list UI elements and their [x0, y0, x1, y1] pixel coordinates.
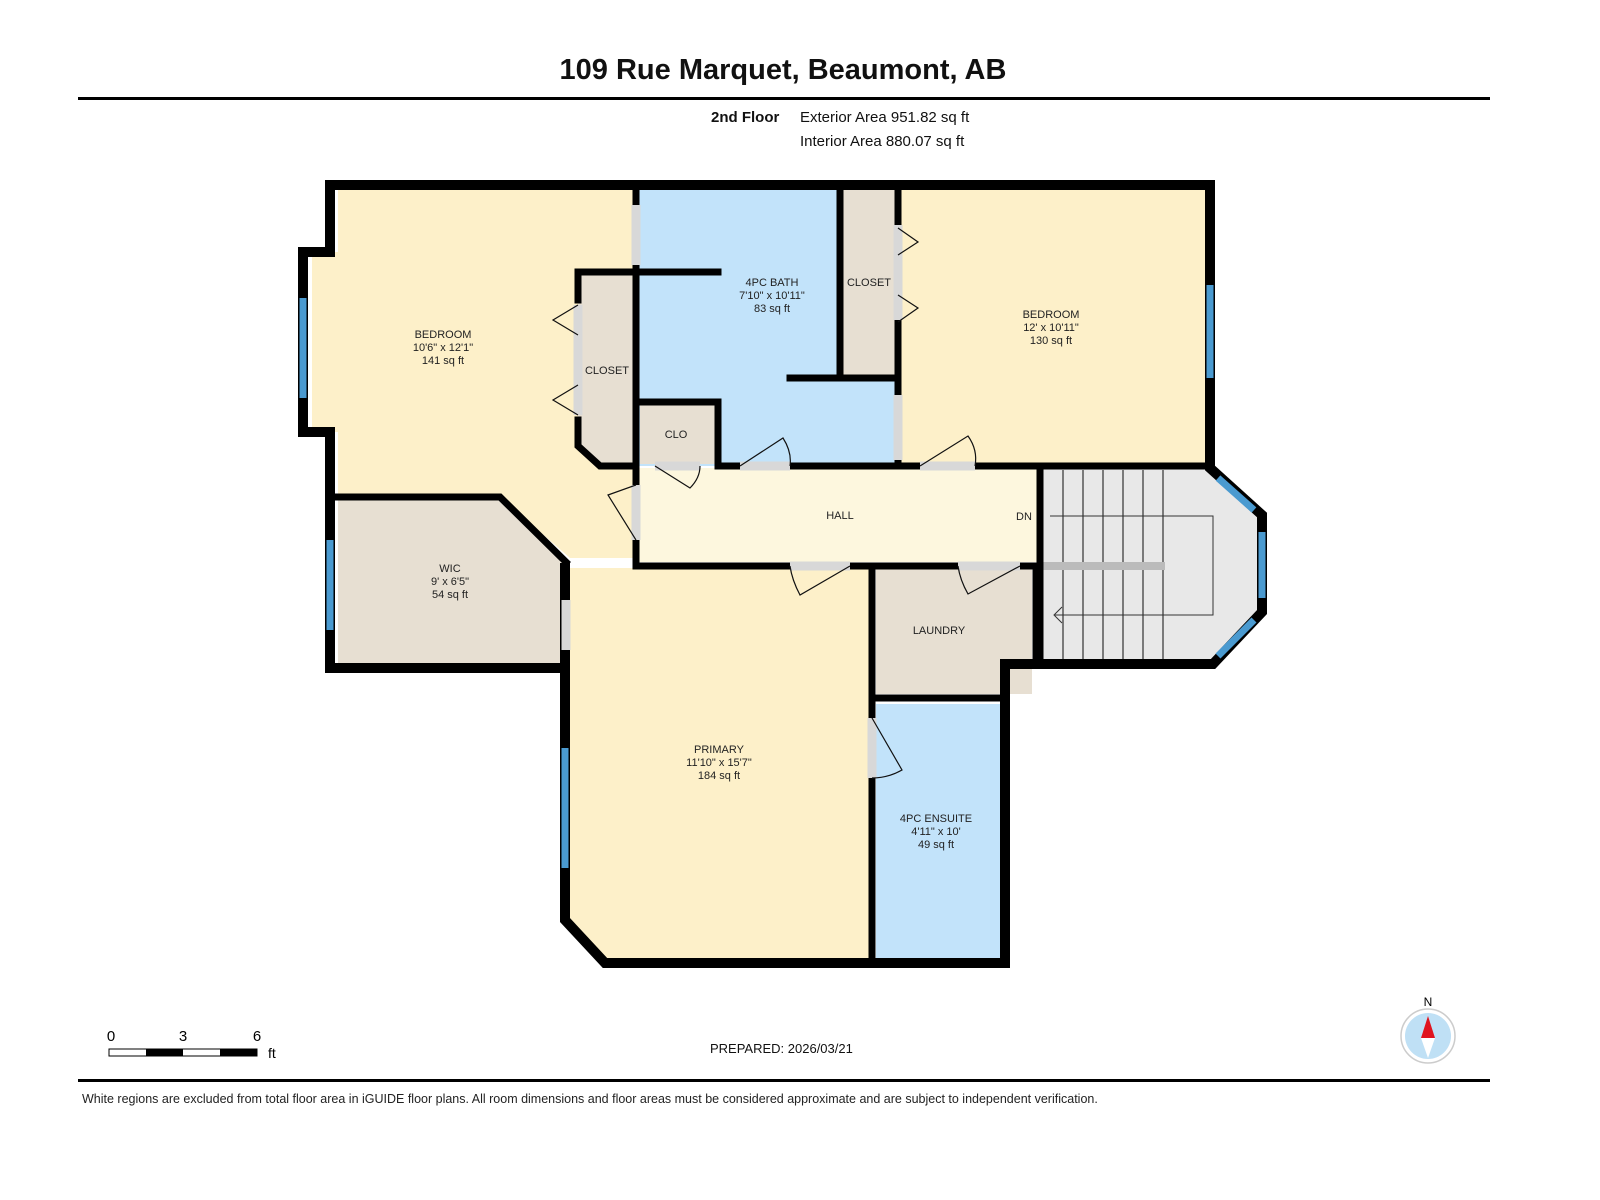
- stairs-down-label: DN: [1016, 511, 1032, 523]
- closet-east-name: CLOSET: [847, 277, 891, 289]
- bedroom-east-name: BEDROOM: [1023, 309, 1080, 321]
- wic-fill: [338, 500, 566, 664]
- ensuite-name: 4PC ENSUITE: [900, 813, 972, 825]
- bedroom-west-name: BEDROOM: [415, 329, 472, 341]
- bedroom-west-area: 141 sq ft: [422, 355, 464, 367]
- header-rule: [78, 97, 1490, 100]
- ensuite-dims: 4'11" x 10': [911, 826, 961, 838]
- wic-area: 54 sq ft: [432, 589, 468, 601]
- bedroom-east-area: 130 sq ft: [1030, 335, 1072, 347]
- ensuite-fill: [876, 704, 1002, 960]
- bedroom-east-dims: 12' x 10'11": [1023, 322, 1079, 334]
- scale-unit: ft: [268, 1045, 276, 1061]
- closet-west-fill: [578, 272, 634, 466]
- room-fills: [312, 190, 1262, 960]
- clo-name: CLO: [665, 429, 688, 441]
- wic-dims: 9' x 6'5": [431, 576, 469, 588]
- scale-tick-6: 6: [253, 1028, 261, 1045]
- ensuite-area: 49 sq ft: [918, 839, 954, 851]
- exterior-area: Exterior Area 951.82 sq ft: [800, 109, 970, 126]
- windows: [299, 285, 1266, 868]
- stair-treads: [1043, 470, 1214, 662]
- compass-north-label: N: [1424, 995, 1433, 1009]
- doors: [551, 205, 1021, 779]
- room-labels: BEDROOM 10'6" x 12'1" 141 sq ft 4PC BATH…: [413, 277, 1080, 851]
- bedroom-east-fill: [898, 190, 1210, 466]
- primary-area: 184 sq ft: [698, 770, 740, 782]
- primary-dims: 11'10" x 15'7": [686, 757, 752, 769]
- footer-rule: [78, 1079, 1490, 1082]
- bedroom-west-dims: 10'6" x 12'1": [413, 342, 473, 354]
- scale-bar: 0 3 6 ft: [107, 1028, 276, 1061]
- primary-fill: [570, 568, 870, 960]
- laundry-name: LAUNDRY: [913, 625, 966, 637]
- prepared-date: PREPARED: 2026/03/21: [710, 1041, 853, 1056]
- closet-east-fill: [842, 190, 898, 376]
- footer-disclaimer: White regions are excluded from total fl…: [82, 1092, 1098, 1106]
- interior-area: Interior Area 880.07 sq ft: [800, 133, 965, 150]
- floor-label: 2nd Floor: [711, 109, 780, 126]
- primary-name: PRIMARY: [694, 744, 745, 756]
- clo-fill: [640, 404, 718, 464]
- bath-area: 83 sq ft: [754, 303, 790, 315]
- hall-fill: [634, 468, 1044, 562]
- hall-name: HALL: [826, 510, 854, 522]
- bedroom-west-fill: [312, 190, 634, 558]
- closet-west-name: CLOSET: [585, 365, 629, 377]
- page-title: 109 Rue Marquet, Beaumont, AB: [559, 54, 1007, 86]
- bath-dims: 7'10" x 10'11": [739, 290, 805, 302]
- compass-icon: N: [1400, 995, 1456, 1064]
- wic-name: WIC: [439, 563, 460, 575]
- bath-name: 4PC BATH: [746, 277, 799, 289]
- scale-tick-3: 3: [179, 1028, 187, 1045]
- bath-fill: [634, 190, 898, 466]
- scale-tick-0: 0: [107, 1028, 115, 1045]
